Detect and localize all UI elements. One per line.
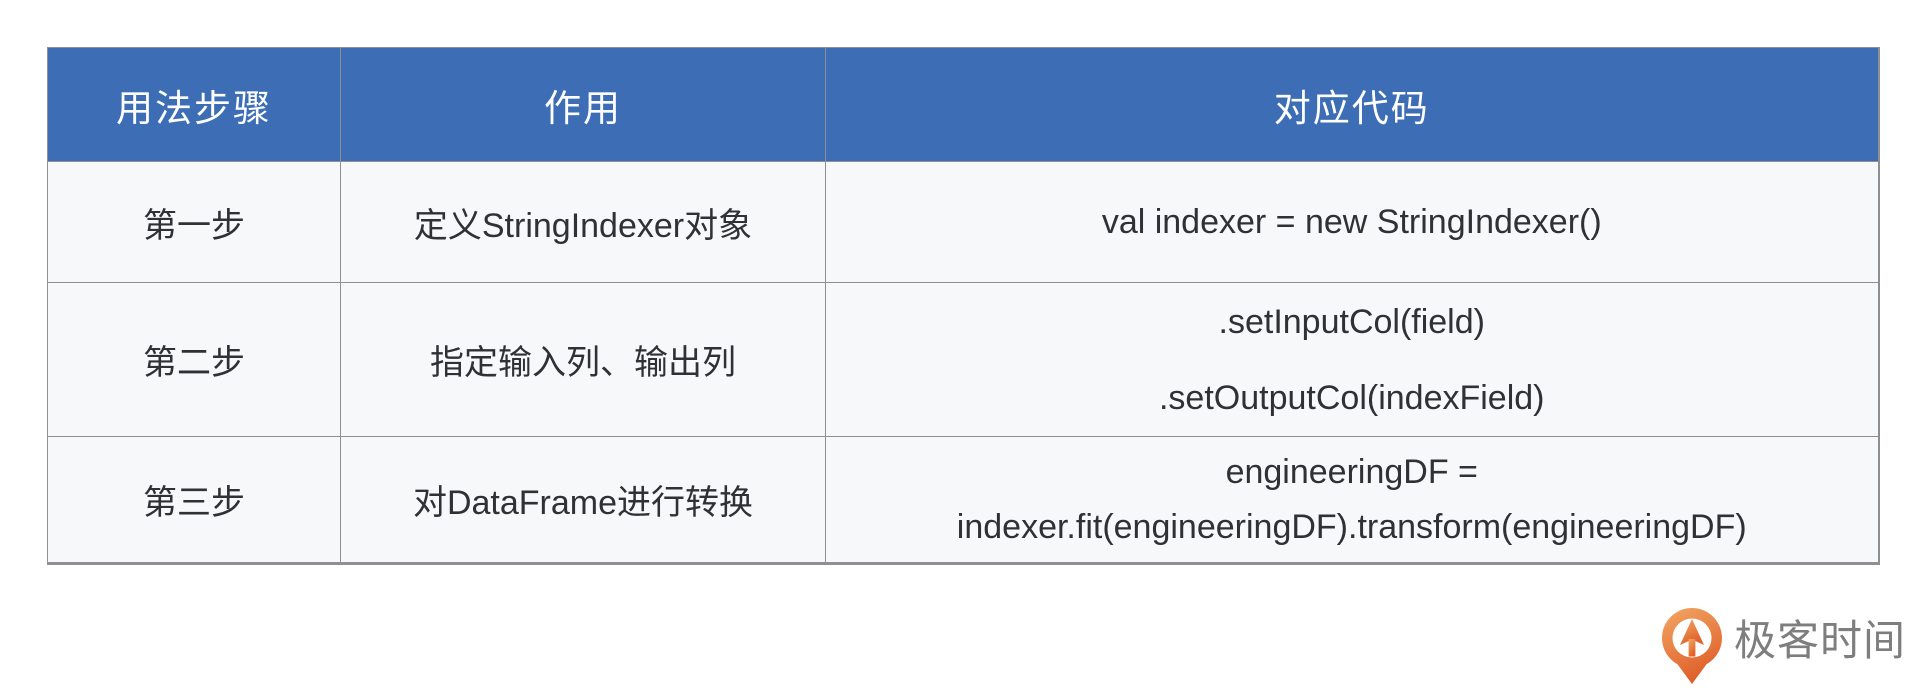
code-cell: .setInputCol(field) .setOutputCol(indexF… bbox=[825, 282, 1879, 437]
code-line: .setOutputCol(indexField) bbox=[1158, 378, 1545, 417]
code-line: indexer.fit(engineeringDF).transform(eng… bbox=[956, 508, 1747, 546]
step-cell: 第一步 bbox=[47, 161, 341, 283]
column-header-code: 对应代码 bbox=[825, 47, 1879, 162]
geektime-logo: 极客时间 bbox=[1660, 606, 1906, 686]
column-header-purpose: 作用 bbox=[340, 47, 826, 162]
geektime-pin-icon bbox=[1662, 608, 1722, 684]
geektime-logo-text: 极客时间 bbox=[1734, 617, 1907, 664]
purpose-cell: 指定输入列、输出列 bbox=[340, 282, 826, 437]
purpose-cell: 对DataFrame进行转换 bbox=[340, 436, 826, 564]
table-header-row: 用法步骤 作用 对应代码 bbox=[47, 47, 1879, 162]
code-line: .setInputCol(field) bbox=[1218, 302, 1485, 341]
table-row: 第三步 对DataFrame进行转换 engineeringDF = index… bbox=[47, 436, 1879, 564]
code-cell: engineeringDF = indexer.fit(engineeringD… bbox=[825, 436, 1879, 564]
table-row: 第一步 定义StringIndexer对象 val indexer = new … bbox=[47, 161, 1879, 283]
column-header-steps: 用法步骤 bbox=[47, 47, 341, 162]
step-cell: 第三步 bbox=[47, 436, 341, 564]
step-cell: 第二步 bbox=[47, 282, 341, 437]
code-line: engineeringDF = bbox=[1225, 453, 1478, 491]
code-line: val indexer = new StringIndexer() bbox=[1101, 203, 1602, 241]
string-indexer-usage-table: 用法步骤 作用 对应代码 第一步 定义StringIndexer对象 val i… bbox=[47, 47, 1880, 565]
code-cell: val indexer = new StringIndexer() bbox=[825, 161, 1879, 283]
table-row: 第二步 指定输入列、输出列 .setInputCol(field) .setOu… bbox=[47, 282, 1879, 437]
purpose-cell: 定义StringIndexer对象 bbox=[340, 161, 826, 283]
steps-table: 用法步骤 作用 对应代码 第一步 定义StringIndexer对象 val i… bbox=[47, 47, 1880, 565]
